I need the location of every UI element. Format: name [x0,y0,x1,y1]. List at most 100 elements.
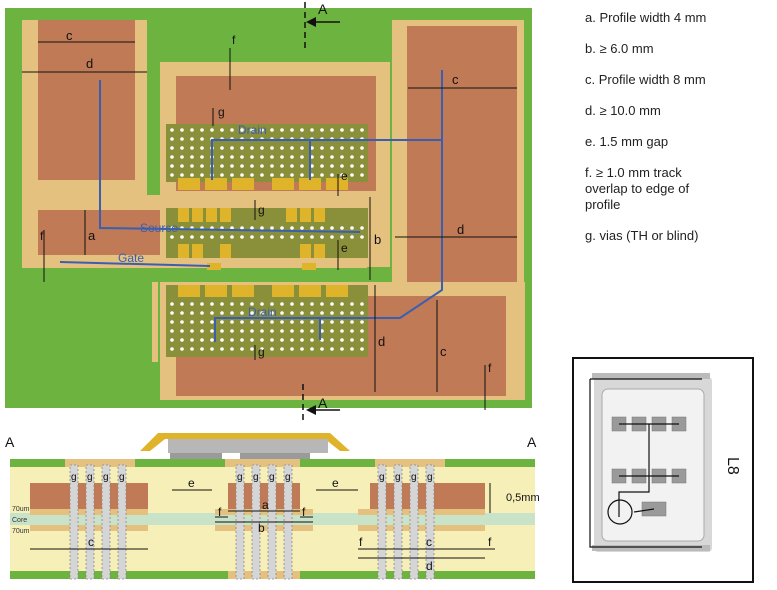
section-dim-c-left: c [88,535,94,549]
dim-label-c-right: c [452,72,459,87]
via-dot [170,338,174,342]
via-dot [280,235,284,239]
via-dot [290,320,294,324]
via-dot [230,155,234,159]
via-dot [170,320,174,324]
legend-item-b: b. ≥ 6.0 mm [585,41,654,56]
via-dot [350,155,354,159]
legend-item-c: c. Profile width 8 mm [585,72,706,87]
via-dot [330,347,334,351]
via-dot [260,347,264,351]
via-dot [230,173,234,177]
via-dot [310,128,314,132]
package-label: L8 [724,457,741,475]
via-dot [290,146,294,150]
section-dim-e-left: e [188,476,195,490]
via-g-7: g [269,472,275,483]
via-dot [250,329,254,333]
via-dot [250,146,254,150]
via-dot [220,128,224,132]
via-dot [220,155,224,159]
via-dot [310,302,314,306]
via-dot [280,155,284,159]
via-g-1: g [71,472,77,483]
via-dot [350,311,354,315]
via-dot [210,235,214,239]
via-dot [190,173,194,177]
via-dot [180,137,184,141]
via-dot [320,347,324,351]
via-dot [170,347,174,351]
section-dim-f-3: f [359,535,363,549]
via-dots [170,128,364,351]
via-dot [360,146,364,150]
via-dot [260,311,264,315]
via-dot [220,329,224,333]
via-dot [230,146,234,150]
section-marker-bottom: A [318,395,328,411]
via-dot [260,320,264,324]
via-dot [190,235,194,239]
via-dot [320,235,324,239]
via-dot [180,155,184,159]
via-dot [340,128,344,132]
via-dot [270,311,274,315]
current-flow-arrows [59,70,443,342]
via-dot [170,164,174,168]
via-dot [210,320,214,324]
via-dot [280,302,284,306]
via-dot [320,164,324,168]
via-dot [270,164,274,168]
via-dot [300,146,304,150]
via-dot [210,329,214,333]
via-dot [240,302,244,306]
via-dot [310,146,314,150]
via-dot [230,338,234,342]
via-dot [170,128,174,132]
via-dot [220,146,224,150]
dim-label-g-bottom: g [258,345,265,359]
gate-vertical-track [152,282,158,362]
via-dot [290,128,294,132]
via-dot [250,235,254,239]
via-dot [310,320,314,324]
component-leadframe [140,433,350,451]
via-g-2: g [87,472,93,483]
via-dot [310,338,314,342]
via-dot [210,338,214,342]
via-dot [240,173,244,177]
via-dot [170,235,174,239]
section-dim-f-left: f [218,505,222,519]
via-dot [270,128,274,132]
via-dot [250,347,254,351]
via-dot [200,347,204,351]
via-g-5: g [237,472,243,483]
via-dot [260,146,264,150]
via-dot [260,235,264,239]
via-dot [300,311,304,315]
via-dot [190,155,194,159]
via-dot [260,155,264,159]
via-field-source [166,208,368,270]
via-g-8: g [285,472,291,483]
via-dot [300,338,304,342]
via-dot [170,137,174,141]
dim-label-f-top: f [232,33,236,47]
dim-label-g-mid: g [258,203,265,217]
via-g-11: g [411,472,417,483]
legend-item-a: a. Profile width 4 mm [585,10,707,25]
via-g-3: g [103,472,109,483]
via-g-6: g [253,472,259,483]
via-dot [240,320,244,324]
dim-label-f-right: f [488,361,492,375]
via-dot [180,235,184,239]
via-dot [340,347,344,351]
via-dot [190,338,194,342]
via-dot [240,226,244,230]
via-dot [290,311,294,315]
via-dot [220,320,224,324]
via-dot [340,320,344,324]
via-dot [260,173,264,177]
via-dot [360,173,364,177]
via-dot [170,302,174,306]
